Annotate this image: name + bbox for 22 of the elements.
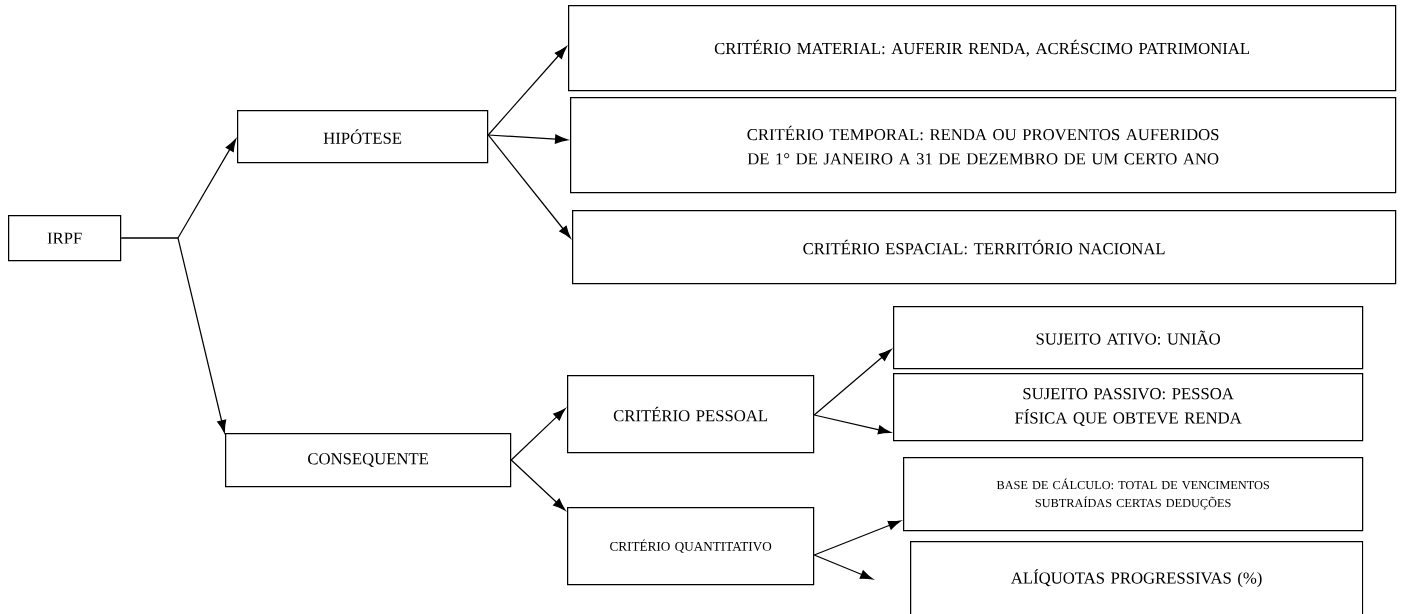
arrow (120, 237, 227, 433)
arrow (510, 459, 566, 511)
arrow (813, 414, 891, 435)
arrow (487, 134, 571, 239)
arrow (813, 554, 873, 580)
arrow (510, 408, 566, 461)
text-box: SUJEITO PASSIVO: PESSOA FÍSICA QUE OBTEVE RENDA (893, 373, 1364, 442)
text-box: ALÍQUOTAS PROGRESSIVAS (%) (910, 541, 1364, 614)
arrow (487, 134, 568, 144)
text-box: CRITÉRIO QUANTITATIVO (567, 507, 815, 586)
arrow (487, 46, 567, 136)
text-box: CRITÉRIO TEMPORAL: RENDA OU PROVENTOS AUFERIDOS DE 1° DE JANEIRO A 31 DE DEZEMBRO DE UM CERTO ANO (570, 97, 1397, 194)
text-box: HIPÓTESE (237, 110, 489, 164)
text-box: CONSEQUENTE (225, 433, 512, 488)
text-box: IRPF (8, 215, 122, 262)
text-box: CRITÉRIO MATERIAL: AUFERIR RENDA, ACRÉSCIMO PATRIMONIAL (568, 5, 1397, 92)
text-box: SUJEITO ATIVO: UNIÃO (893, 306, 1364, 370)
arrow (813, 349, 892, 416)
text-box: BASE DE CÁLCULO: TOTAL DE VENCIMENTOS SUBTRAÍDAS CERTAS DEDUÇÕES (903, 457, 1364, 532)
text-box: CRITÉRIO PESSOAL (567, 375, 815, 454)
arrow (813, 520, 901, 556)
text-box: CRITÉRIO ESPACIAL: TERRITÓRIO NACIONAL (572, 210, 1397, 285)
